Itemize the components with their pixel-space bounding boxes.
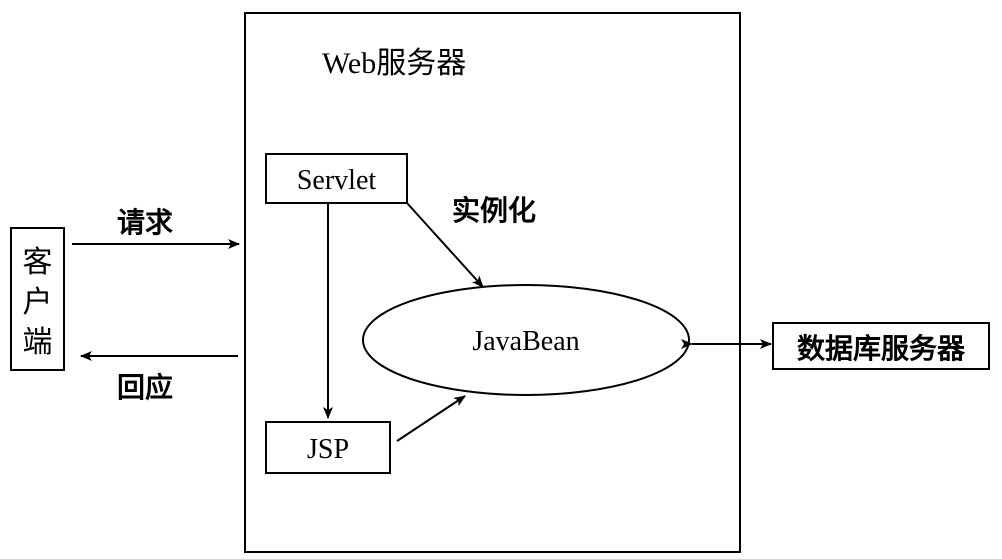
database-server-box [772, 322, 990, 370]
servlet-to-javabean-arrow [406, 202, 484, 288]
database-server-label: 数据库服务器 [797, 332, 966, 365]
jsp-label: JSP [307, 434, 349, 465]
servlet-box [265, 153, 408, 204]
instantiate-label: 实例化 [452, 194, 536, 227]
client-box [10, 227, 65, 371]
jsp-box [265, 421, 391, 474]
javabean-label: JavaBean [472, 326, 579, 357]
client-label-1: 客 [23, 245, 53, 280]
response-label: 回应 [117, 371, 173, 404]
web-server-title: Web服务器 [322, 47, 466, 80]
servlet-label: Servlet [297, 165, 377, 196]
request-label: 请求 [117, 206, 173, 239]
client-label-3: 端 [23, 325, 53, 360]
client-label-2: 户 [23, 285, 53, 320]
jsp-to-javabean-arrow [396, 395, 466, 442]
